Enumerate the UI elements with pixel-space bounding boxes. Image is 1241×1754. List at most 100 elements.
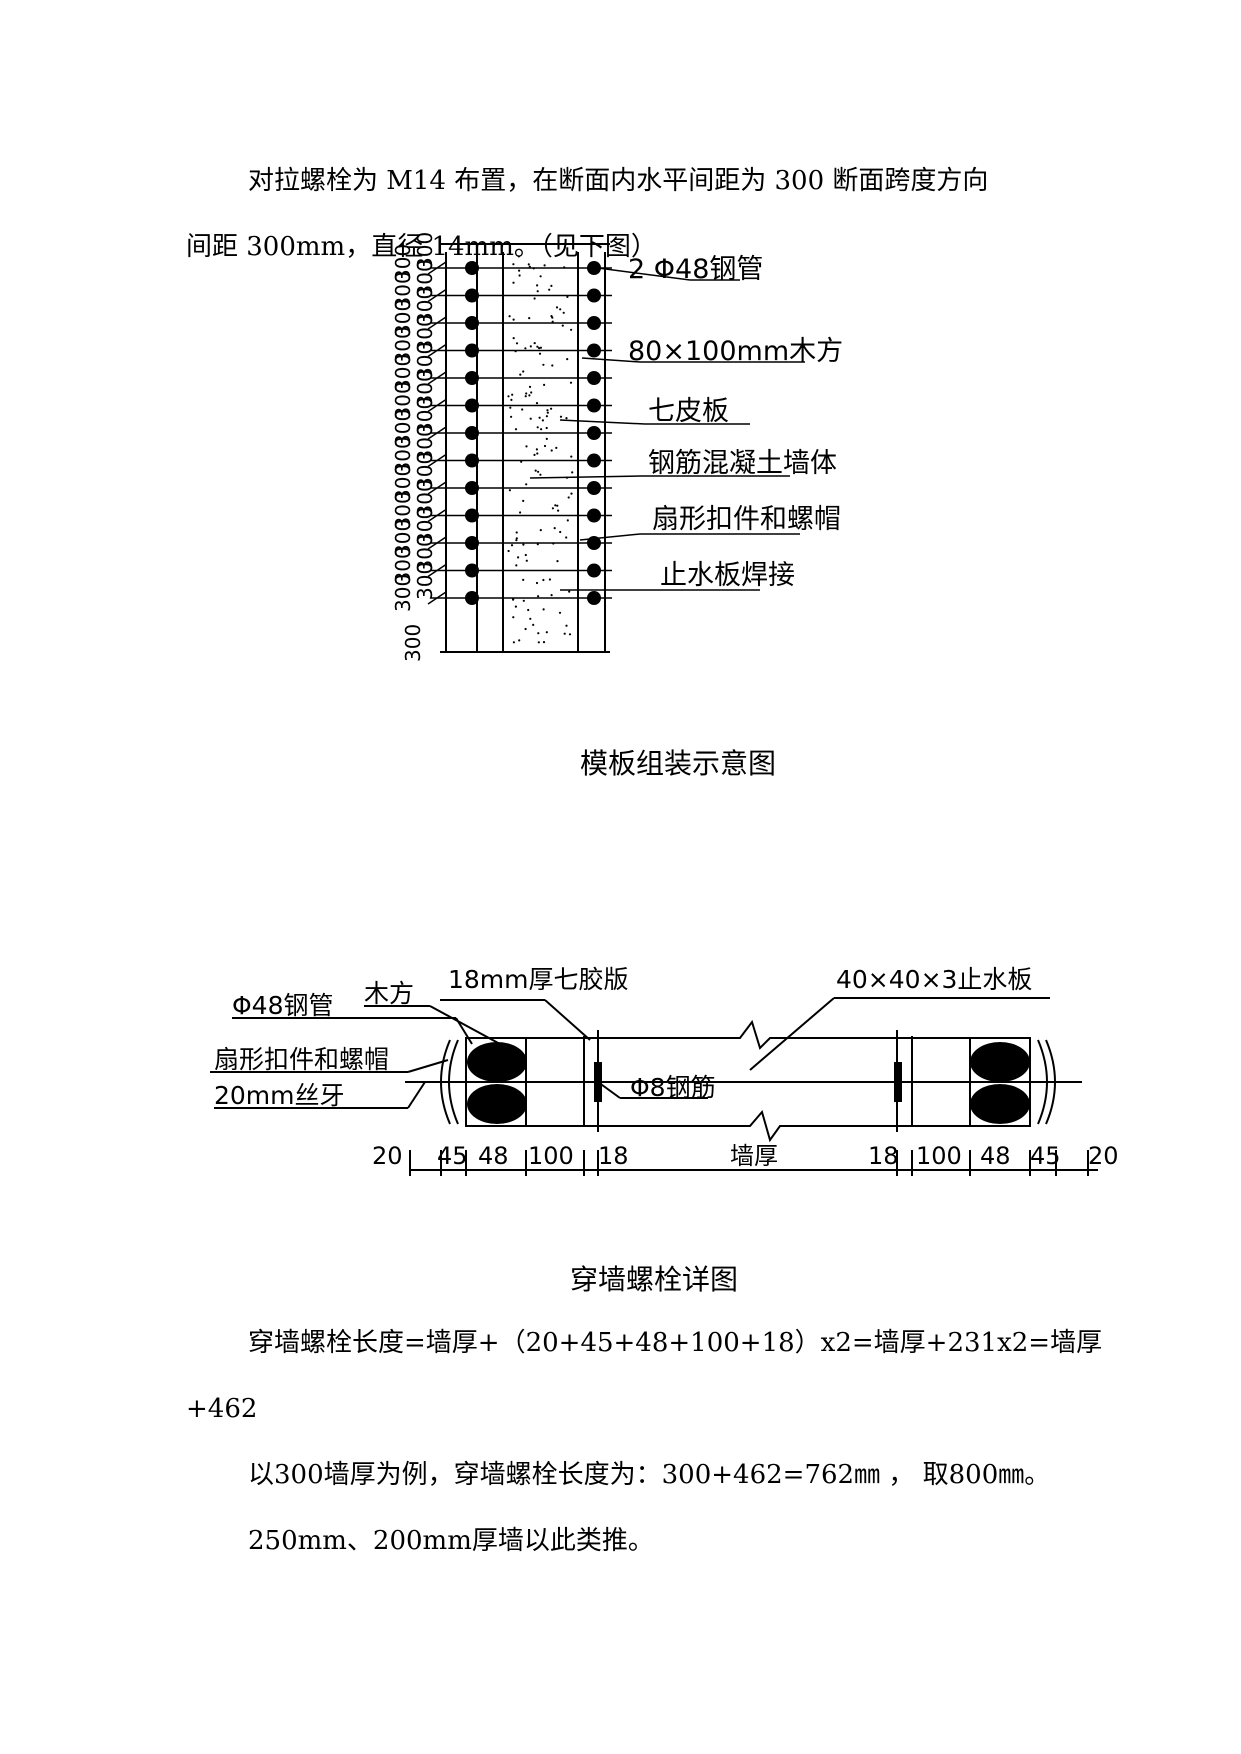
bolt-nut (465, 316, 479, 330)
bolt-nut (587, 261, 601, 275)
label-waterstop-weld: 止水板焊接 (660, 560, 795, 591)
bolt-nut (465, 426, 479, 440)
dimension-labels-outer: 3003003003003003003003003003003003003003… (391, 244, 425, 662)
dim-label-outer: 300 (391, 546, 415, 584)
dim-label-inner: 300 (413, 369, 437, 407)
dim-label-outer: 300 (391, 271, 415, 309)
dim-tick (427, 536, 447, 550)
label-plywood-18mm: 18mm厚七胶版 (448, 965, 629, 994)
dim-tick (427, 371, 447, 385)
dim-tick (427, 426, 447, 440)
dim-label-inner: 300 (413, 342, 437, 380)
formwork-assembly-diagram: 3003003003003003003003003003003003003003… (391, 232, 843, 662)
bolt-nut (587, 288, 601, 303)
dim-100-right: 100 (916, 1142, 962, 1170)
dim-100-left: 100 (528, 1142, 574, 1170)
dim-label-outer: 300 (391, 519, 415, 557)
label-timber: 80×100mm木方 (628, 336, 843, 367)
bolt-nut (465, 288, 479, 303)
label-waterstop-plate: 40×40×3止水板 (836, 965, 1032, 994)
bolt-nut (587, 343, 601, 358)
leader-lines (529, 267, 805, 591)
dim-label-inner: 300 (413, 534, 437, 572)
dim-label-inner: 300 (413, 314, 437, 352)
dim-label-outer: 300 (391, 326, 415, 364)
concrete-texture (507, 255, 574, 644)
dim-wall-thickness: 墙厚 (730, 1142, 778, 1170)
figure-1-caption: 模板组装示意图 (580, 747, 777, 780)
dim-label-inner: 300 (413, 397, 437, 435)
dim-tick (427, 508, 447, 523)
dim-label-outer: 300 (391, 381, 415, 419)
bolt-nut (465, 343, 479, 358)
dim-label-outer: 300 (391, 574, 415, 612)
label-thread: 20mm丝牙 (214, 1081, 345, 1110)
dim-label-outer: 300 (391, 464, 415, 502)
dim-label-inner: 300 (413, 507, 437, 545)
dim-20-right: 20 (1088, 1142, 1119, 1170)
bolt-nut (587, 316, 601, 330)
formula-line-1: 穿墙螺栓长度=墙厚+（20+45+48+100+18）x2=墙厚+231x2=墙… (248, 1328, 1103, 1358)
dim-label-outer: 300 (391, 299, 415, 337)
dim-tick (427, 481, 447, 495)
label-clip-nut-2: 扇形扣件和螺帽 (214, 1045, 389, 1074)
dim-48-right: 48 (980, 1142, 1011, 1170)
dim-tick (427, 261, 447, 275)
dim-label-outer: 300 (391, 354, 415, 392)
label-rebar: Φ8钢筋 (630, 1073, 716, 1102)
dimension-ticks (427, 261, 447, 605)
example-line: 以300墙厚为例，穿墙螺栓长度为：300+462=762㎜ ， 取800㎜。 (248, 1460, 1051, 1490)
bolt-nut (587, 371, 601, 385)
label-timber-2: 木方 (364, 979, 414, 1008)
bolt-nut (587, 591, 601, 605)
dim-45-right: 45 (1030, 1142, 1061, 1170)
paragraph-line-1: 对拉螺栓为 M14 布置，在断面内水平间距为 300 断面跨度方向 (248, 166, 989, 196)
bolt-nut (587, 481, 601, 495)
bolt-nut (465, 481, 479, 495)
bolt-nut (465, 261, 479, 275)
tie-bolts (430, 261, 612, 605)
bolt-dimensions: 20 45 48 100 18 墙厚 18 100 48 45 20 (372, 1142, 1119, 1170)
bolt-nut (465, 536, 479, 550)
dim-tick (427, 563, 447, 578)
dim-tick (427, 343, 447, 358)
dim-18-right: 18 (868, 1142, 899, 1170)
bolt-nut (587, 563, 601, 578)
dim-tick (427, 591, 447, 605)
formula-line-2: +462 (186, 1394, 258, 1424)
label-clip-nut: 扇形扣件和螺帽 (652, 504, 841, 535)
nut-shapes (467, 1042, 1030, 1124)
label-rc-wall: 钢筋混凝土墙体 (648, 448, 837, 479)
dim-tick (427, 288, 447, 303)
dim-label-outer: 300 (391, 491, 415, 529)
dim-label-inner: 300 (413, 287, 437, 325)
dim-tick (427, 316, 447, 330)
dim-label-inner: 300 (413, 232, 437, 270)
bolt-nut (587, 426, 601, 440)
bolt-detail-lines (210, 997, 1098, 1176)
dim-tick (427, 453, 447, 468)
dim-18-left: 18 (598, 1142, 629, 1170)
dim-45-left: 45 (437, 1142, 468, 1170)
note-line: 250mm、200mm厚墙以此类推。 (248, 1526, 654, 1556)
formwork-lines (440, 243, 610, 653)
dim-label-inner: 300 (413, 452, 437, 490)
bolt-nut (465, 508, 479, 523)
dim-tick (427, 398, 447, 413)
bolt-nut (587, 398, 601, 413)
dim-label-outer: 300 (391, 436, 415, 474)
bolt-nut (465, 563, 479, 578)
bolt-nut (465, 398, 479, 413)
dim-48-left: 48 (478, 1142, 509, 1170)
dim-label-inner: 300 (413, 562, 437, 600)
bolt-nut (587, 453, 601, 468)
label-plywood: 七皮板 (648, 396, 729, 427)
dim-label-inner: 300 (413, 479, 437, 517)
dim-label-outer: 300 (391, 244, 415, 282)
dim-label-bottom: 300 (401, 624, 425, 662)
figure-2-caption: 穿墙螺栓详图 (570, 1263, 739, 1296)
bolt-nut (465, 371, 479, 385)
bolt-nut (465, 453, 479, 468)
dim-20-left: 20 (372, 1142, 403, 1170)
